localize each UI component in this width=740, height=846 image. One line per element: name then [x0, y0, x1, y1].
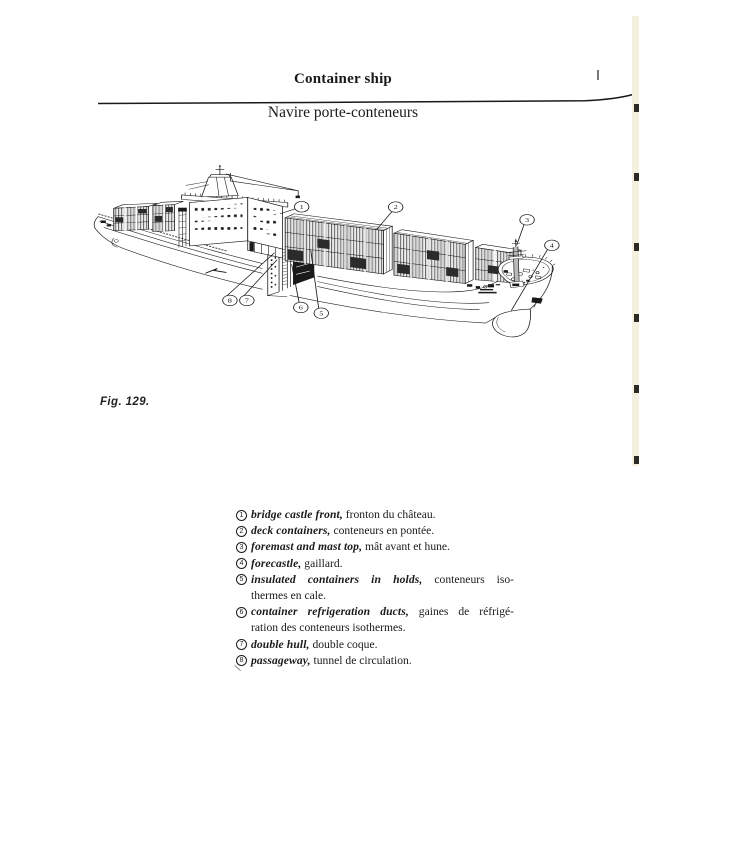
radar-mast [215, 166, 225, 175]
svg-text:5: 5 [319, 310, 324, 317]
svg-text:7: 7 [245, 298, 250, 305]
scan-artifact-mark [634, 456, 639, 464]
callouts: 1 2 3 4 5 [222, 201, 560, 319]
legend-translation: tunnel de circulation. [313, 653, 412, 667]
callout-7-double-hull: 7 [239, 259, 278, 307]
bridge-superstructure [181, 165, 300, 259]
svg-text:6: 6 [299, 305, 304, 312]
legend-item-2: 2 deck containers, conteneurs en pontée. [236, 523, 514, 539]
legend-translation: gaillard. [304, 556, 343, 570]
legend-term: passageway, [251, 653, 311, 667]
legend-term: forecastle, [251, 556, 302, 570]
bulbous-bow [492, 308, 531, 338]
hull-name-text [480, 288, 494, 291]
legend-translation: gaines de réfrigé- [418, 605, 514, 619]
callout-3-foremast: 3 [516, 214, 535, 246]
legend-number-badge: 2 [236, 525, 247, 537]
crane-boom [225, 172, 299, 196]
svg-text:4: 4 [550, 242, 555, 249]
hull-check-mark [205, 268, 227, 274]
legend-term: insulated containers in holds, [251, 572, 423, 586]
legend-number-badge: 1 [236, 509, 247, 521]
legend-term: double hull, [251, 637, 310, 651]
title-divider-rule [97, 93, 634, 105]
hull-lines [93, 213, 505, 324]
legend-item-8: 8 passageway, tunnel de circulation. [236, 653, 514, 669]
legend-item-7: 7 double hull, double coque. [236, 637, 514, 653]
hull-name-text [478, 291, 497, 294]
scan-artifact-mark [634, 314, 639, 322]
legend-number-badge: 5 [236, 574, 247, 586]
callout-6-refrigeration-ducts: 6 [291, 264, 309, 314]
legend-number-badge: 8 [236, 655, 247, 667]
legend-translation: conteneurs iso- [434, 572, 514, 586]
legend-item-6: 6 container refrigeration ducts, gaines … [236, 604, 514, 636]
crane-pedestal [178, 210, 187, 248]
legend-term: container refrigeration ducts, [251, 605, 409, 619]
legend-translation: conteneurs en pontée. [333, 524, 435, 538]
legend-number-badge: 4 [236, 558, 247, 570]
legend-number-badge: 6 [236, 606, 247, 618]
legend-term: foremast and mast top, [251, 540, 363, 554]
svg-text:2: 2 [394, 204, 399, 211]
page-subtitle: Navire porte-conteneurs [267, 104, 419, 121]
legend-translation: mât avant et hune. [364, 540, 450, 554]
legend-item-4: 4 forecastle, gaillard. [236, 556, 514, 572]
legend-translation-continued: thermes en cale. [251, 589, 326, 603]
legend-translation: double coque. [312, 637, 378, 651]
callout-5-insulated-containers: 5 [310, 250, 329, 319]
legend-item-3: 3 foremast and mast top, mât avant et hu… [236, 539, 514, 555]
callout-4-forecastle: 4 [510, 239, 560, 311]
mast-top-crosstree [504, 250, 527, 257]
svg-text:1: 1 [300, 204, 305, 211]
legend-item-5: 5 insulated containers in holds, contene… [236, 572, 514, 604]
legend-term: deck containers, [251, 524, 331, 538]
legend-item-1: 1 bridge castle front, fronton du châtea… [236, 507, 514, 523]
ship-drawing: 1 2 3 4 5 [93, 165, 560, 338]
deck-container-blocks [284, 213, 523, 285]
legend-translation-continued: ration des conteneurs isothermes. [251, 621, 406, 635]
callout-8-passageway: 8 [222, 252, 275, 307]
figure-caption: Fig. 129. [100, 396, 150, 408]
anchor [531, 297, 543, 304]
scan-artifact-page-edge [632, 16, 639, 466]
legend: 1 bridge castle front, fronton du châtea… [236, 507, 514, 669]
callout-2-deck-containers: 2 [376, 201, 404, 231]
bow-and-bulb [478, 265, 553, 338]
callout-1-bridge-castle-front: 1 [279, 201, 310, 215]
scan-artifact-mark [634, 104, 639, 112]
scan-artifact-mark [634, 243, 639, 251]
legend-number-badge: 7 [236, 639, 247, 651]
scan-artifact-mark [634, 173, 639, 181]
ship-diagram: 1 2 3 4 5 [93, 165, 560, 338]
legend-term: bridge castle front, [251, 508, 343, 521]
legend-number-badge: 3 [236, 542, 247, 553]
aft-container-stacks [113, 201, 187, 248]
scan-artifact-mark [597, 70, 599, 80]
foremast [504, 238, 527, 288]
page-title: Container ship [294, 71, 392, 87]
scan-artifact-mark [634, 385, 639, 393]
svg-text:3: 3 [525, 217, 530, 224]
funnel-tower [201, 176, 239, 198]
svg-text:8: 8 [228, 298, 233, 305]
legend-translation: fronton du château. [345, 508, 436, 521]
